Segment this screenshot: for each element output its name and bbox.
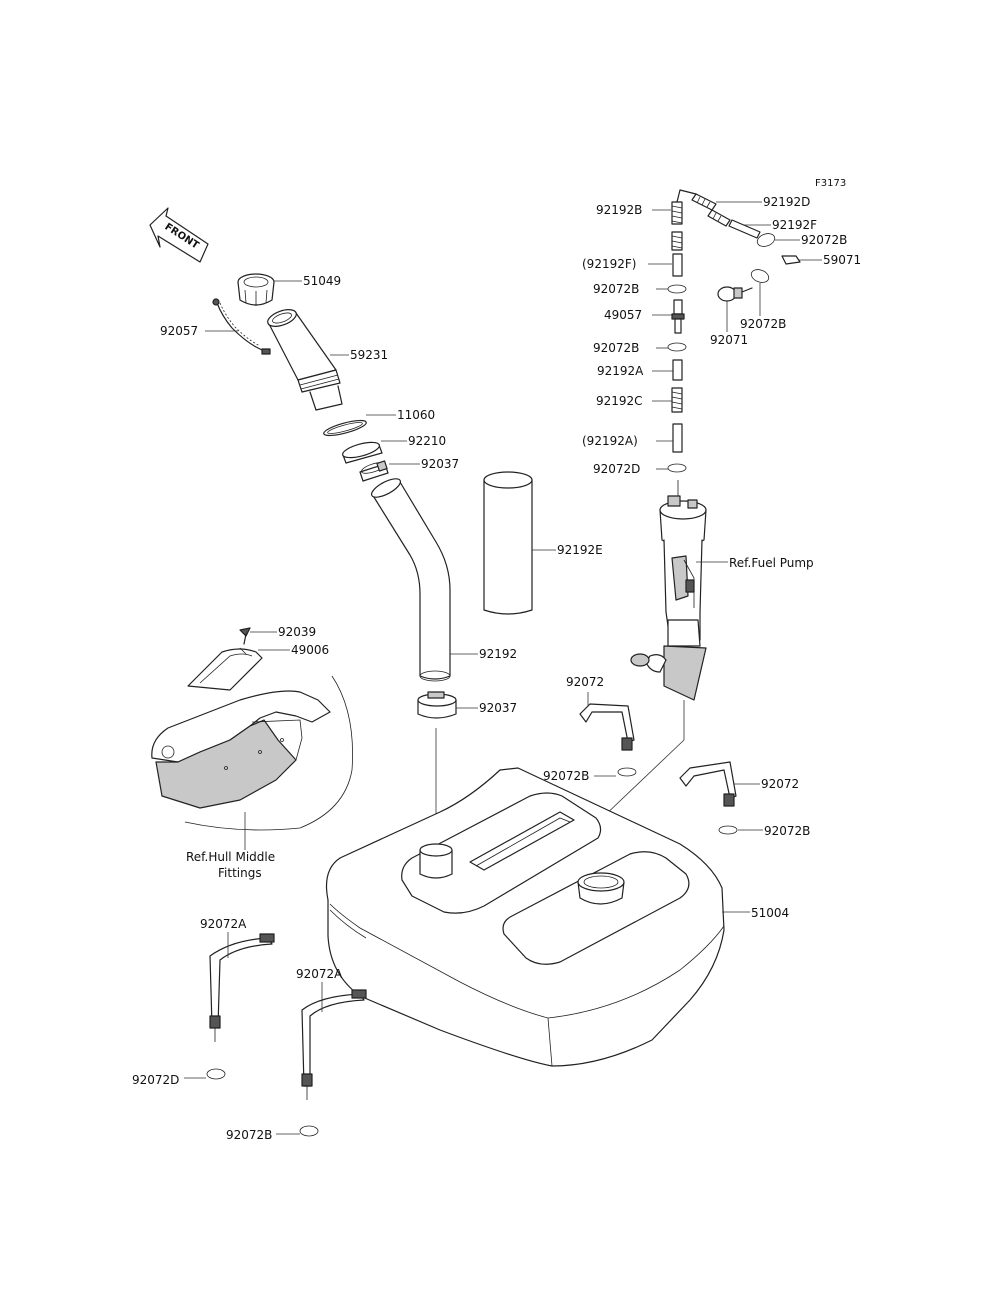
label-92072B-mid: 92072B — [543, 769, 589, 783]
label-92192F-paren: (92192F) — [582, 257, 636, 271]
label-92192B: 92192B — [596, 203, 642, 217]
label-92072-left: 92072 — [566, 675, 604, 689]
tank-strap-right — [679, 761, 737, 807]
fuel-pump-assembly — [630, 480, 707, 701]
label-92072B-right-1: 92072B — [801, 233, 847, 247]
locknut — [341, 441, 383, 464]
fuel-pump-hoses — [667, 189, 801, 473]
label-92037-top: 92037 — [421, 457, 459, 471]
label-92192A-paren: (92192A) — [582, 434, 638, 448]
hose-clamp-top — [359, 460, 389, 482]
label-92072A-2: 92072A — [296, 967, 343, 981]
gasket — [323, 419, 367, 437]
tank-strap-92072A-left — [209, 933, 275, 1042]
label-49006: 49006 — [291, 643, 329, 657]
front-arrow-icon: FRONT — [149, 207, 209, 263]
label-92210: 92210 — [408, 434, 446, 448]
label-51049: 51049 — [303, 274, 341, 288]
label-92192F: 92192F — [772, 218, 817, 232]
label-51004: 51004 — [751, 906, 789, 920]
screw — [239, 627, 251, 645]
clip-92072B-right — [718, 825, 738, 835]
label-92037-bottom: 92037 — [479, 701, 517, 715]
label-92072B-left-2: 92072B — [593, 341, 639, 355]
label-92072D: 92072D — [593, 462, 640, 476]
filler-cap — [237, 273, 275, 306]
protective-tube — [483, 471, 533, 615]
hose-clamp-bottom — [417, 691, 457, 719]
label-92072B-right: 92072B — [764, 824, 810, 838]
label-11060: 11060 — [397, 408, 435, 422]
cap-strap — [212, 298, 271, 355]
label-92072-right: 92072 — [761, 777, 799, 791]
hull-middle-fittings — [151, 647, 353, 831]
tank-strap-92072A-right — [301, 989, 367, 1100]
clip-92072D-bottom — [206, 1068, 226, 1080]
filler-hose — [370, 478, 451, 682]
ref-hull-label-line2: Fittings — [218, 866, 262, 880]
label-92072D-bottom: 92072D — [132, 1073, 179, 1087]
label-92072B-bottom: 92072B — [226, 1128, 272, 1142]
label-92192C: 92192C — [596, 394, 643, 408]
label-49057: 49057 — [604, 308, 642, 322]
label-92192A: 92192A — [597, 364, 644, 378]
ref-hull-label-line1: Ref.Hull Middle — [186, 850, 275, 864]
label-92057: 92057 — [160, 324, 198, 338]
label-59231: 59231 — [350, 348, 388, 362]
label-92192E: 92192E — [557, 543, 603, 557]
tank-strap-left — [579, 703, 635, 751]
label-59071: 59071 — [823, 253, 861, 267]
figure-code: F3173 — [815, 178, 846, 189]
fuel-tank — [325, 767, 725, 1067]
filler-neck — [267, 309, 343, 411]
label-92071: 92071 — [710, 333, 748, 347]
clip-92072B-bottom — [299, 1125, 319, 1137]
label-92192D: 92192D — [763, 195, 810, 209]
clip-92072B-mid — [617, 767, 637, 777]
label-92039: 92039 — [278, 625, 316, 639]
label-92072A-1: 92072A — [200, 917, 247, 931]
label-92192: 92192 — [479, 647, 517, 661]
label-ref-fuel-pump: Ref.Fuel Pump — [729, 556, 814, 570]
label-92072B-left-1: 92072B — [593, 282, 639, 296]
label-92072B-right-2: 92072B — [740, 317, 786, 331]
